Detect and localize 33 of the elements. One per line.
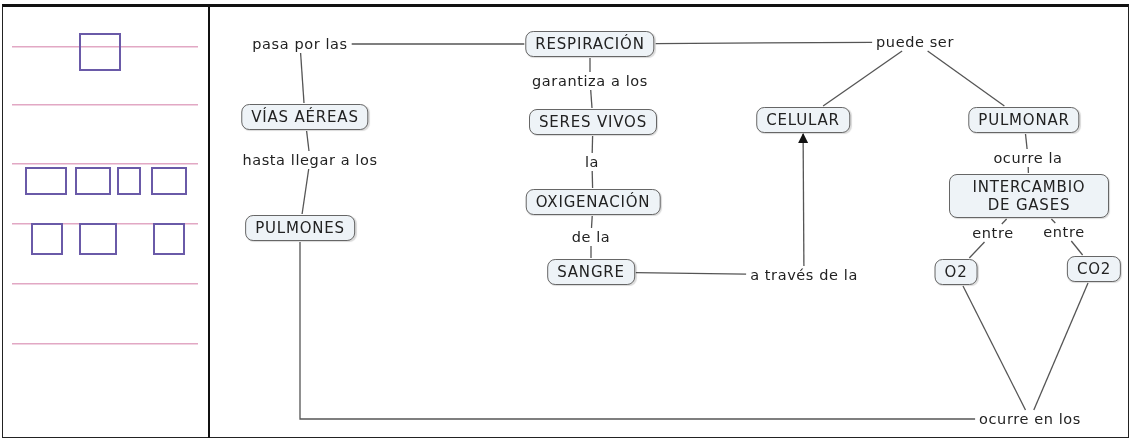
connector-line — [1024, 133, 1028, 150]
connector-line — [1050, 218, 1056, 224]
connector-line — [305, 130, 310, 152]
connector-line — [822, 50, 903, 107]
concept-box: RESPIRACIÓN — [525, 31, 655, 57]
connector-line — [962, 285, 1027, 411]
connector-line — [1070, 240, 1084, 256]
concept-box: O2 — [934, 259, 978, 285]
concept-box: PULMONAR — [968, 107, 1080, 133]
arrow — [798, 133, 809, 267]
connector-line — [1027, 166, 1030, 174]
connector-line — [301, 168, 310, 215]
connector-line — [968, 241, 986, 259]
concept-box: CELULAR — [756, 107, 850, 133]
connector-line — [1033, 282, 1089, 411]
concept-box: SANGRE — [547, 259, 635, 285]
connector-line — [299, 52, 305, 104]
connector-line — [655, 41, 873, 45]
connector-line — [351, 43, 525, 45]
connector-line — [926, 50, 1006, 107]
connector-line — [299, 241, 976, 420]
concept-box: SERES VIVOS — [529, 109, 657, 135]
connector-line — [590, 215, 593, 229]
connector-line — [590, 245, 592, 259]
connector-line — [1001, 218, 1008, 225]
connector-line — [589, 57, 591, 73]
concept-box: VÍAS AÉREAS — [241, 104, 369, 130]
connector-line — [635, 271, 747, 275]
concept-box: INTERCAMBIO DE GASES — [949, 174, 1109, 218]
concept-box: CO2 — [1066, 256, 1122, 282]
connector-line — [590, 89, 593, 109]
concept-box: PULMONES — [245, 215, 355, 241]
concept-box: OXIGENACIÓN — [525, 189, 661, 215]
